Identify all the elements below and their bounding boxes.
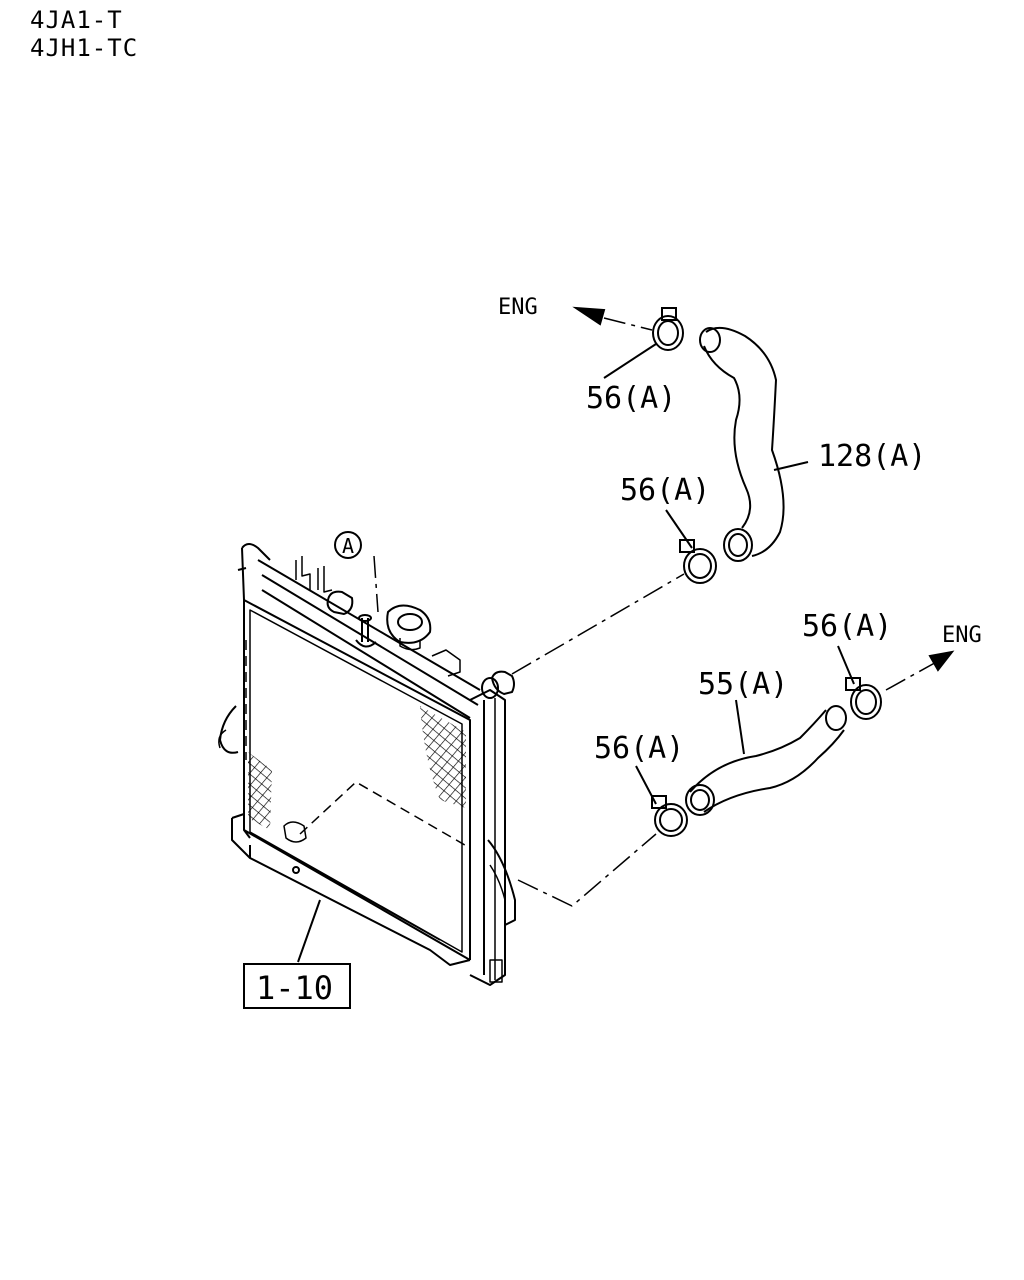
clamp-lower-radiator [651,795,688,837]
clamps [651,307,882,837]
eng-arrow-lower-icon [928,650,955,672]
clamp-upper-inlet-label: 56(A) [620,473,710,508]
radiator-ref-box [243,963,351,1009]
clamp-lower-engine [845,677,882,720]
clamp-upper-outlet-label: 56(A) [586,381,676,416]
hose-upper-label: 128(A) [818,439,926,474]
clamp-upper-inlet [679,539,717,584]
hose-lower-label: 55(A) [698,667,788,702]
lower-hose [685,705,847,816]
circle-ref-a: A [334,531,362,559]
clamp-upper-outlet [652,307,684,351]
connection-lines [373,317,941,907]
eng-label-lower: ENG [942,623,982,648]
leader-lines [297,343,855,963]
engine-model-2: 4JH1-TC [30,34,139,62]
eng-label-upper: ENG [498,295,538,320]
radiator-ref-label: 1-10 [256,969,333,1007]
hidden-lines [245,640,471,849]
upper-hose [699,326,785,562]
eng-arrows [572,306,955,672]
radiator [218,543,516,986]
eng-arrow-upper-icon [572,306,606,326]
engine-model-1: 4JA1-T [30,6,123,34]
clamp-lower-engine-label: 56(A) [802,609,892,644]
clamp-lower-radiator-label: 56(A) [594,731,684,766]
circle-ref-label: A [342,534,354,558]
